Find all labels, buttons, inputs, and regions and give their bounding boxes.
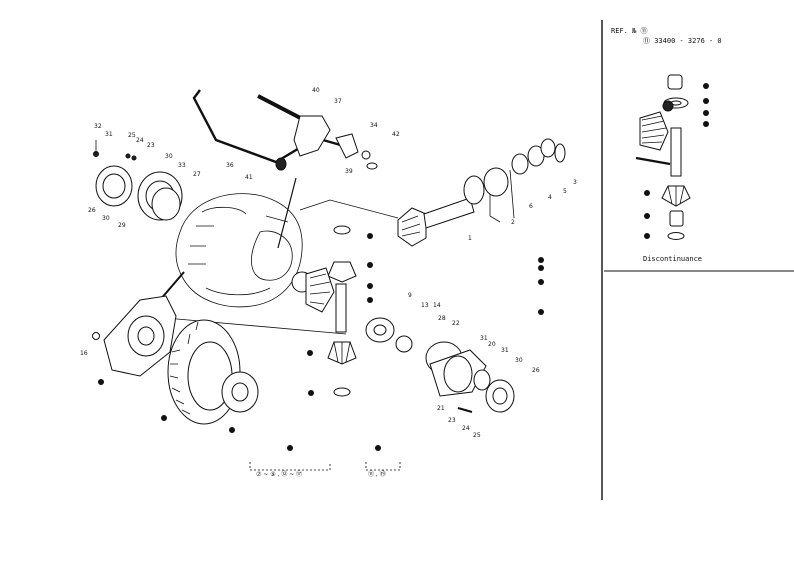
callout-label: 29 [118,222,126,229]
discontinuance-note: Discontinuance [643,255,702,263]
callout-label: 25 [473,432,481,439]
ref-panel-frame [601,20,794,500]
callout-label: 1 [468,235,472,242]
ref-number-label: REF. № ⑪ [611,27,648,35]
callout-label: 14 [433,302,441,309]
callout-label: 9 [408,292,412,299]
callout-label: 13 [421,302,429,309]
callout-label: 16 [80,350,88,357]
callout-label: 30 [165,153,173,160]
callout-label: 25 [128,132,136,139]
callout-label: 30 [515,357,523,364]
ref-panel-markers [644,83,709,239]
callout-label: 23 [147,142,155,149]
callout-label: 31 [501,347,509,354]
callout-label: 30 [102,215,110,222]
callout-label: 23 [448,417,456,424]
callout-label: 37 [334,98,342,105]
shift-fork-assembly [192,89,378,171]
callout-label: 39 [345,168,353,175]
callout-label: 34 [370,122,378,129]
callout-label: 24 [462,425,470,432]
side-bearing-retainer-right [365,317,515,413]
callout-label: 26 [88,207,96,214]
differential-case-and-ring-gear [92,295,259,425]
callout-label: 41 [245,174,253,181]
callout-label: 42 [392,131,400,138]
callout-label: 21 [437,405,445,412]
callout-label: 20 [488,341,496,348]
callout-label: 24 [136,137,144,144]
side-bearing-retainer-left [93,140,183,221]
side-reference-markers [98,233,544,451]
differential-pinion-gears [291,225,357,397]
legend-group-2: ⑪ , ⑲ [368,470,386,478]
drive-pinion-shaft [397,138,566,247]
callout-label: 31 [105,131,113,138]
callout-label: 36 [226,162,234,169]
ref-part-number: ⑪ 33400 - 3276 - 0 [643,37,722,45]
ref-panel-parts [635,74,691,240]
callout-label: 28 [438,315,446,322]
differential-carrier-housing [175,193,303,308]
callout-label: 31 [480,335,488,342]
callout-label: 3 [573,179,577,186]
legend-group-1: ⑦ ~ ⑨ , ⑫ ~ ⑰ [256,470,302,478]
callout-label: 40 [312,87,320,94]
callout-label: 5 [563,188,567,195]
callout-label: 32 [94,123,102,130]
callout-label: 26 [532,367,540,374]
callout-label: 2 [511,219,515,226]
callout-label: 22 [452,320,460,327]
callout-label: 4 [548,194,552,201]
callout-label: 33 [178,162,186,169]
callout-label: 27 [193,171,201,178]
callout-label: 6 [529,203,533,210]
